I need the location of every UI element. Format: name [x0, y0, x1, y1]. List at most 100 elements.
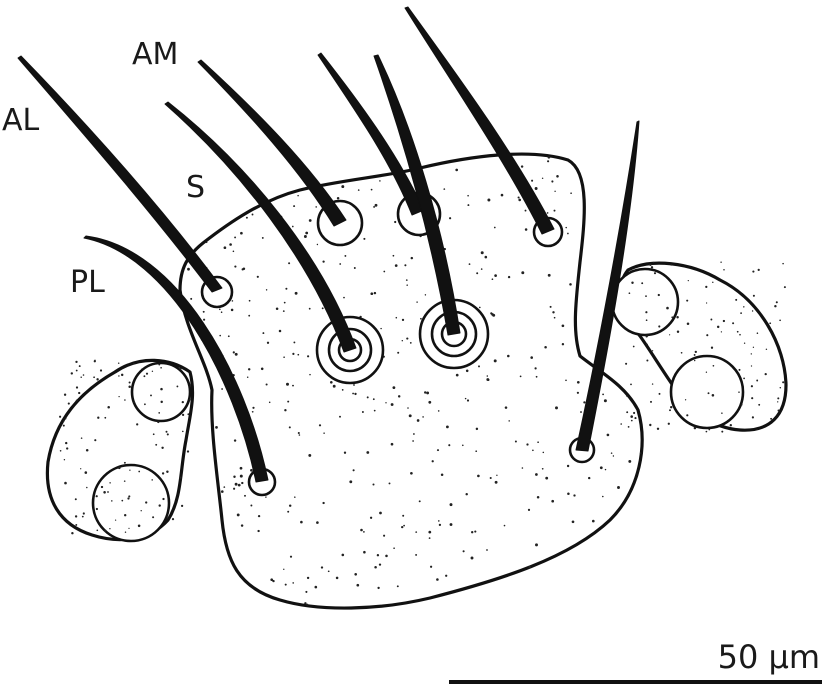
stipple-dot	[706, 302, 707, 303]
stipple-dot	[463, 550, 465, 552]
stipple-dot	[532, 449, 534, 451]
stipple-dot	[166, 431, 168, 433]
stipple-dot	[393, 255, 395, 257]
stipple-dot	[777, 401, 778, 402]
stipple-dot	[565, 227, 566, 228]
stipple-dot	[501, 194, 504, 197]
stipple-dot	[138, 471, 140, 473]
stipple-dot	[744, 343, 745, 344]
stipple-dot	[449, 217, 451, 219]
stipple-dot	[605, 469, 606, 470]
stipple-dot	[64, 459, 65, 460]
stipple-dot	[372, 483, 374, 485]
stipple-dot	[228, 335, 230, 337]
stipple-dot	[86, 449, 89, 452]
stipple-dot	[285, 288, 287, 290]
stipple-dot	[354, 573, 357, 576]
stipple-dot	[739, 334, 741, 336]
stipple-dot	[436, 578, 439, 581]
stipple-dot	[521, 165, 523, 167]
stipple-dot	[543, 452, 545, 454]
stipple-dot	[176, 385, 178, 387]
stipple-dot	[677, 330, 679, 332]
stipple-dot	[508, 420, 510, 422]
stipple-dot	[307, 577, 309, 579]
stipple-dot	[620, 423, 622, 425]
stipple-dot	[406, 338, 408, 340]
stipple-dot	[652, 383, 653, 384]
stipple-dot	[567, 465, 569, 467]
stipple-dot	[65, 442, 67, 444]
stipple-dot	[713, 365, 715, 367]
stipple-dot	[333, 385, 336, 388]
stipple-dot	[757, 332, 759, 334]
stipple-dot	[490, 477, 492, 479]
stipple-dot	[159, 504, 161, 506]
stipple-dot	[153, 433, 155, 435]
stipple-dot	[59, 416, 61, 418]
stipple-dot	[471, 531, 473, 533]
stipple-dot	[496, 475, 497, 476]
stipple-dot	[402, 515, 404, 517]
stipple-dot	[402, 319, 404, 321]
stipple-dot	[162, 498, 164, 500]
stipple-dot	[358, 189, 360, 191]
stipple-dot	[415, 531, 417, 533]
stipple-dot	[535, 543, 538, 546]
stipple-dot	[266, 383, 268, 385]
stipple-dot	[507, 355, 510, 358]
stipple-dot	[234, 236, 236, 238]
stipple-dot	[289, 504, 291, 506]
stipple-dot	[129, 381, 131, 383]
stipple-dot	[520, 376, 522, 378]
stipple-dot	[107, 491, 109, 493]
stipple-dot	[294, 496, 296, 498]
stipple-dot	[478, 365, 480, 367]
stipple-dot	[723, 269, 725, 271]
stipple-dot	[111, 500, 113, 502]
stipple-dot	[741, 404, 743, 406]
stipple-dot	[721, 331, 722, 332]
stipple-dot	[694, 354, 696, 356]
stipple-dot	[124, 462, 126, 464]
stipple-dot	[75, 361, 77, 363]
stipple-dot	[544, 346, 547, 349]
stipple-dot	[708, 392, 710, 394]
stipple-dot	[124, 399, 126, 401]
stipple-dot	[377, 587, 379, 589]
stipple-dot	[241, 482, 243, 484]
stipple-dot	[377, 554, 379, 556]
seta-mid-2	[374, 55, 460, 335]
stipple-dot	[374, 292, 376, 294]
stipple-dot	[545, 477, 548, 480]
stipple-dot	[124, 514, 126, 516]
stipple-dot	[160, 388, 163, 391]
stipple-dot	[221, 388, 223, 390]
stipple-dot	[322, 307, 324, 309]
stipple-dot	[570, 192, 572, 194]
stipple-dot	[411, 257, 413, 259]
stipple-dot	[65, 418, 67, 420]
stipple-dot	[82, 516, 84, 518]
stipple-dot	[252, 214, 254, 216]
stipple-dot	[402, 340, 403, 341]
stipple-dot	[534, 367, 536, 369]
stipple-dot	[659, 393, 661, 395]
stipple-dot	[118, 396, 119, 397]
stipple-dot	[141, 369, 142, 370]
label-s: S	[186, 170, 205, 205]
stipple-dot	[235, 483, 238, 486]
stipple-dot	[577, 392, 579, 394]
stipple-dot	[93, 376, 95, 378]
stipple-dot	[233, 351, 235, 353]
stipple-dot	[425, 294, 426, 295]
stipple-dot	[330, 381, 333, 384]
stipple-dot	[229, 243, 232, 246]
stipple-dot	[158, 412, 160, 414]
stipple-dot	[317, 244, 318, 245]
stipple-dot	[548, 156, 551, 159]
right-eye-anterior	[612, 269, 678, 335]
stipple-dot	[233, 476, 235, 478]
stipple-dot	[287, 401, 289, 403]
stipple-dot	[308, 454, 311, 457]
